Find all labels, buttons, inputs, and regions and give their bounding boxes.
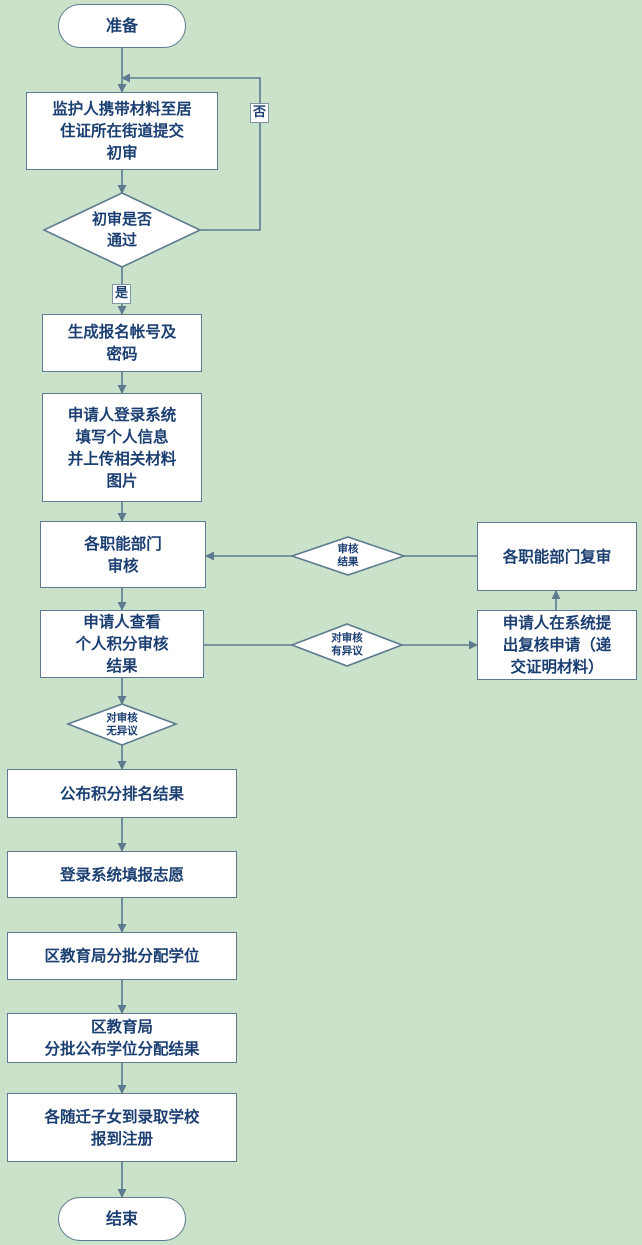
fill-wish-box: 登录系统填报志愿 <box>7 851 237 898</box>
decision-objection-label: 对审核 有异议 <box>331 632 363 657</box>
start-terminator: 准备 <box>58 4 186 48</box>
decision-review-result-shape <box>289 536 407 576</box>
apply-recheck-box: 申请人在系统提 出复核申请（递 交证明材料） <box>477 610 637 680</box>
decision-no-objection-shape <box>65 703 179 746</box>
edge-label-yes: 是 <box>112 284 132 304</box>
decision-review-result-label: 审核 结果 <box>337 543 359 568</box>
decision-initial-label: 初审是否 通过 <box>91 210 152 249</box>
register-box: 各随迁子女到录取学校 报到注册 <box>7 1093 237 1162</box>
login-box: 申请人登录系统 填写个人信息 并上传相关材料 图片 <box>42 393 202 502</box>
dept-review-box: 各职能部门 审核 <box>40 521 206 588</box>
edge-decision-no-loop <box>121 73 261 231</box>
publish-allocation-box: 区教育局 分批公布学位分配结果 <box>7 1013 237 1063</box>
submit-material-box: 监护人携带材料至居 住证所在街道提交 初审 <box>26 92 218 170</box>
publish-rank-box: 公布积分排名结果 <box>7 769 237 818</box>
edge-label-no: 否 <box>250 103 270 123</box>
decision-objection-shape <box>289 623 405 667</box>
dept-recheck-box: 各职能部门复审 <box>477 522 637 591</box>
allocate-box: 区教育局分批分配学位 <box>7 932 237 980</box>
decision-initial-shape <box>42 192 202 268</box>
end-terminator: 结束 <box>58 1197 186 1241</box>
view-result-box: 申请人查看 个人积分审核 结果 <box>40 610 204 678</box>
account-box: 生成报名帐号及 密码 <box>42 314 202 372</box>
decision-no-objection-label: 对审核 无异议 <box>106 712 138 737</box>
